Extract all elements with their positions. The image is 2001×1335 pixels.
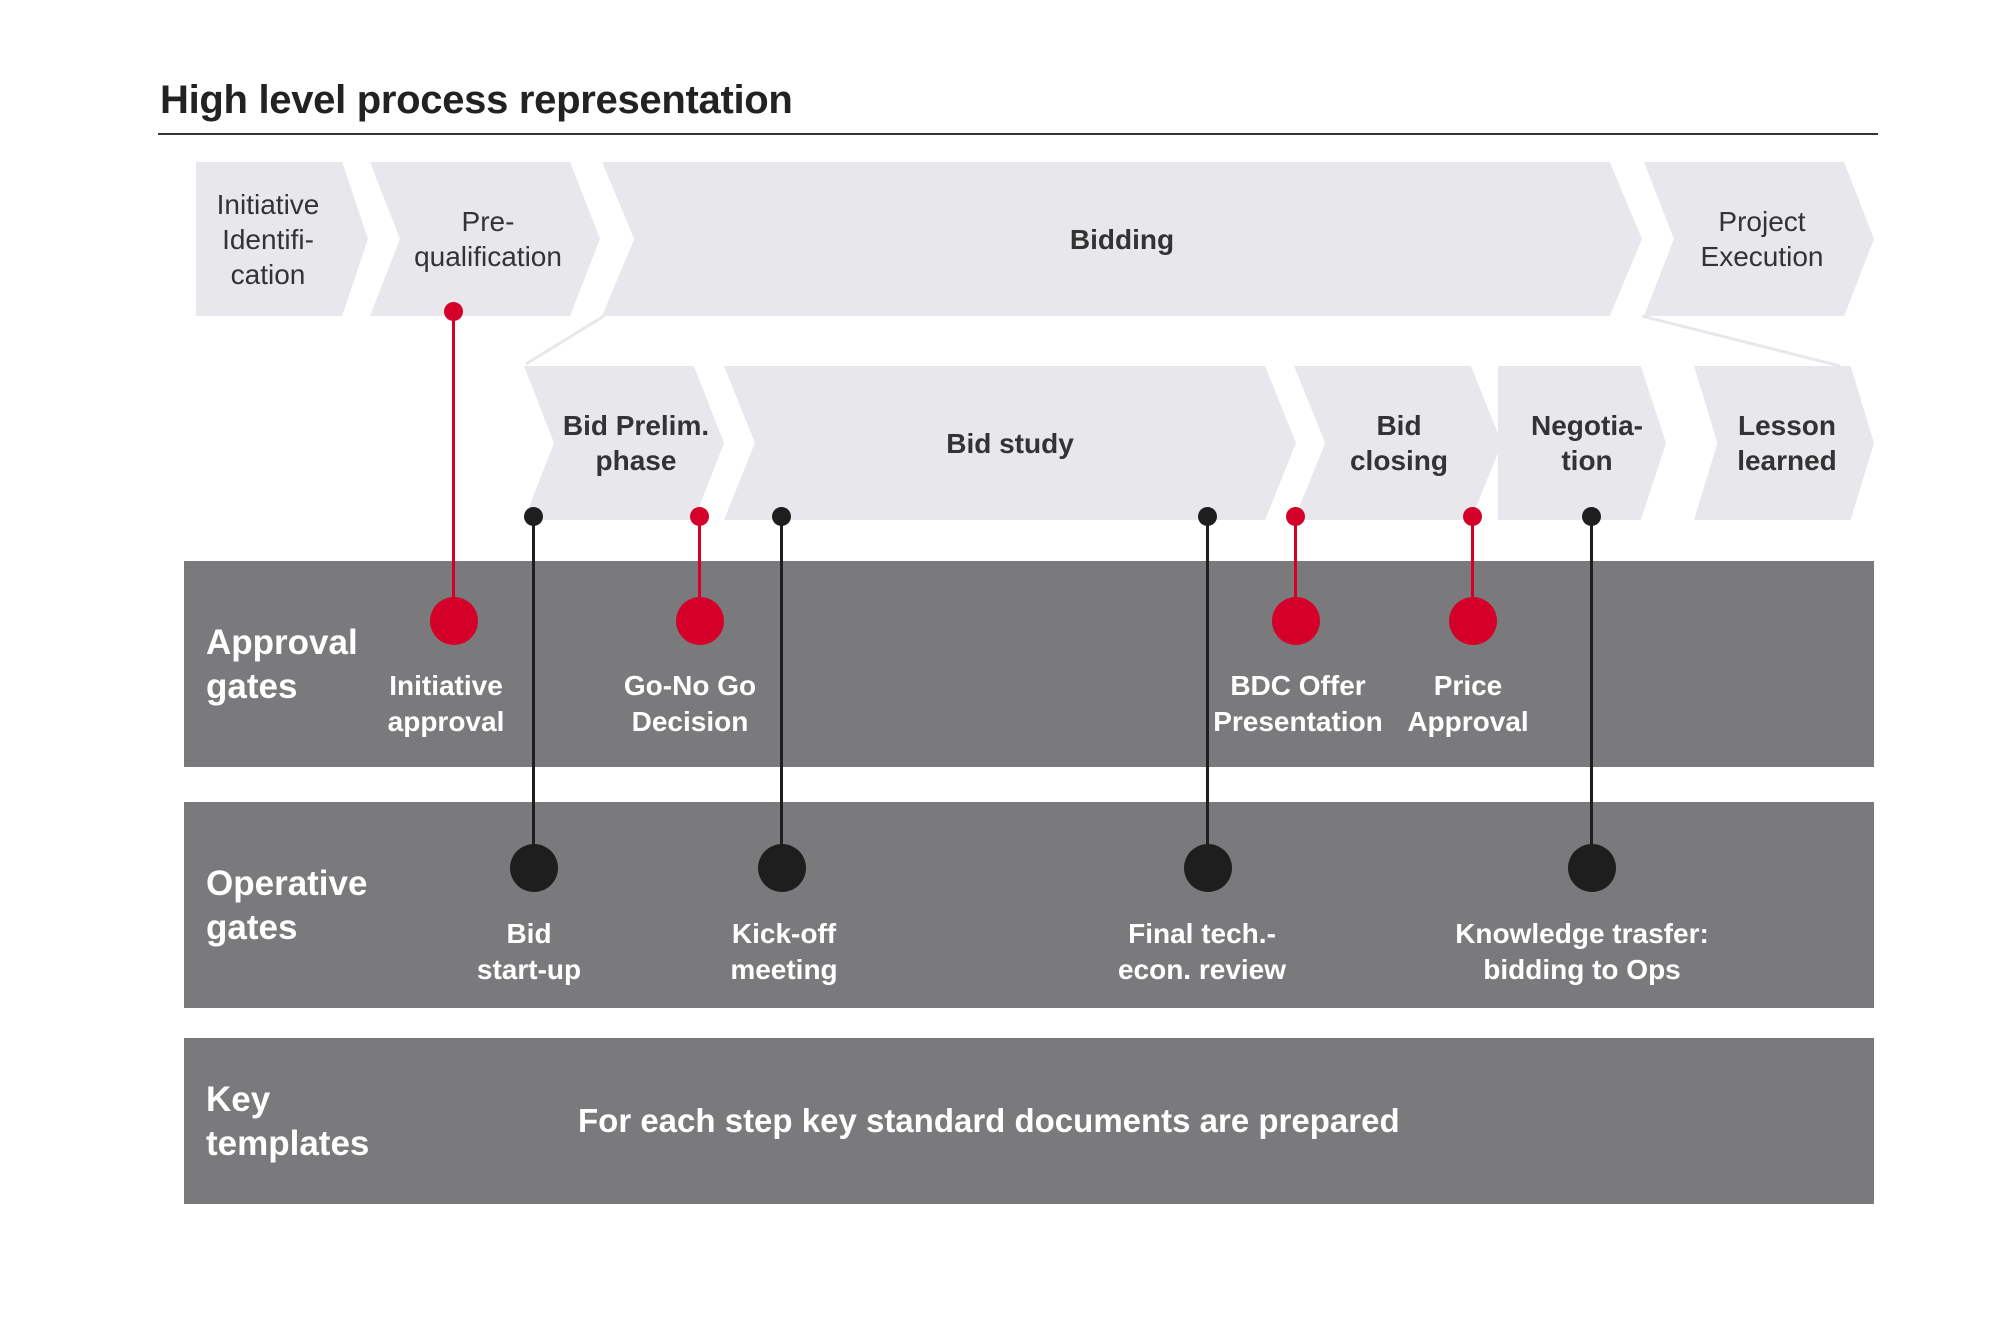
approval-stem-go-no-go: [698, 516, 701, 621]
key-templates-band: Key templates: [184, 1038, 1874, 1204]
approval-gate-marker: [676, 597, 724, 645]
approval-start-dot: [444, 302, 463, 321]
operative-stem-final-review: [1206, 516, 1209, 868]
approval-stem-bdc-offer: [1294, 516, 1297, 621]
operative-stem-knowledge-transfer: [1590, 516, 1593, 868]
subphase-label: Bid closing: [1349, 410, 1448, 476]
approval-start-dot: [1463, 507, 1482, 526]
approval-gate-marker: [1449, 597, 1497, 645]
subphase-label: Bid study: [946, 427, 1074, 459]
operative-stem-bid-startup: [532, 516, 535, 868]
approval-gate-label: BDC Offer Presentation: [1213, 670, 1383, 737]
subphase-label: Bid Prelim. phase: [562, 410, 710, 476]
operative-gate-marker: [1568, 844, 1616, 892]
approval-gate-marker: [430, 597, 478, 645]
operative-gate-label: Bid start-up: [476, 918, 582, 985]
phase-initiative-identification: Initiative Identifi- cation: [196, 162, 368, 316]
subphase-label: Lesson learned: [1737, 410, 1837, 476]
approval-stem-price: [1471, 516, 1474, 621]
approval-gates-label: Approval gates: [206, 623, 358, 706]
phase-label: Bidding: [1069, 223, 1175, 255]
operative-start-dot: [1198, 507, 1217, 526]
approval-gate-label: Go-No Go Decision: [623, 670, 757, 737]
operative-stem-kickoff: [780, 516, 783, 868]
subphase-lesson-learned: Lesson learned: [1694, 366, 1874, 520]
operative-gate-label: Final tech.- econ. review: [1117, 918, 1287, 985]
subphase-label: Negotia- tion: [1531, 410, 1643, 476]
approval-gate-label: Price Approval: [1407, 670, 1529, 737]
phase-project-execution: Project Execution: [1644, 162, 1874, 316]
operative-start-dot: [1582, 507, 1601, 526]
operative-gates-label: Operative gates: [206, 864, 368, 947]
approval-start-dot: [690, 507, 709, 526]
title-divider: [158, 133, 1878, 135]
subphase-bid-study: Bid study: [724, 366, 1296, 520]
key-templates-label: Key templates: [206, 1080, 370, 1163]
operative-start-dot: [524, 507, 543, 526]
phase-prequalification: Pre- qualification: [370, 162, 600, 316]
operative-gate-label: Knowledge trasfer: bidding to Ops: [1455, 918, 1709, 985]
approval-gate-marker: [1272, 597, 1320, 645]
approval-stem-initiative: [452, 311, 455, 621]
key-templates-text: For each step key standard documents are…: [578, 1102, 1400, 1139]
operative-start-dot: [772, 507, 791, 526]
phase-label: Project Execution: [1700, 206, 1824, 272]
operative-gate-marker: [758, 844, 806, 892]
subphase-negotiation: Negotia- tion: [1498, 366, 1666, 520]
operative-gate-marker: [1184, 844, 1232, 892]
phase-bidding: Bidding: [602, 162, 1642, 316]
operative-gate-marker: [510, 844, 558, 892]
phase-label: Pre- qualification: [414, 206, 562, 272]
approval-gate-label: Initiative approval: [387, 670, 505, 737]
operative-gate-label: Kick-off meeting: [730, 918, 838, 985]
approval-start-dot: [1286, 507, 1305, 526]
phase-label: Initiative Identifi- cation: [216, 188, 320, 290]
subphase-bid-prelim: Bid Prelim. phase: [524, 366, 724, 520]
subphase-bid-closing: Bid closing: [1294, 366, 1502, 520]
page-title: High level process representation: [160, 78, 793, 122]
